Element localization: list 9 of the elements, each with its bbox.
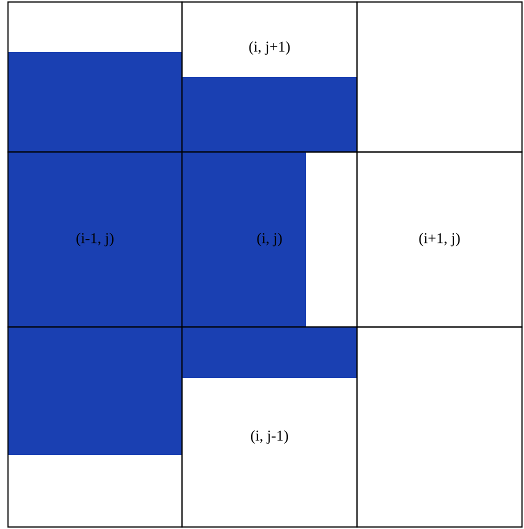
grid-cell: [7, 326, 183, 528]
grid-cell: [356, 1, 523, 153]
grid-cell: (i-1, j): [7, 151, 183, 328]
grid-cell: [7, 1, 183, 153]
grid-cell: (i, j): [181, 151, 358, 328]
grid-cell: [356, 326, 523, 528]
grid-cell: (i, j-1): [181, 326, 358, 528]
grid-cell: (i, j+1): [181, 1, 358, 153]
grid-cell: (i+1, j): [356, 151, 523, 328]
